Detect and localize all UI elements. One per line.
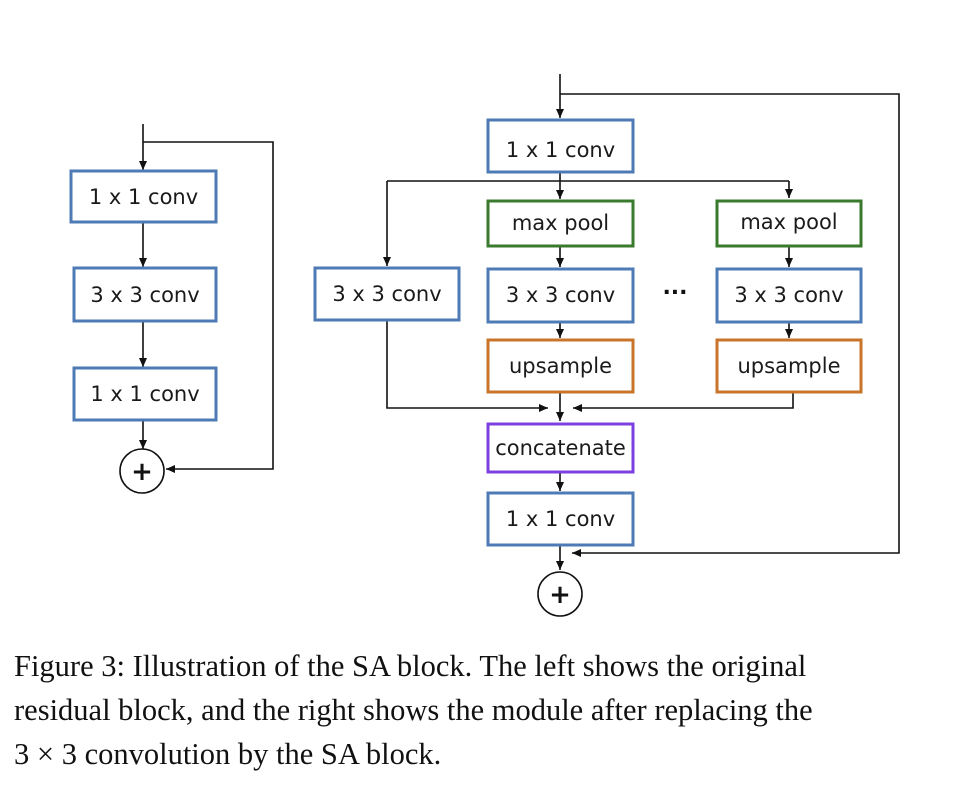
conv-b-box: 3 x 3 conv [715, 267, 863, 324]
right-add-symbol: + [549, 580, 571, 610]
left-add-symbol: + [131, 457, 153, 487]
pool-a-box: max pool [486, 199, 635, 248]
right-skip-connection [560, 93, 900, 557]
up-b-box: upsample [715, 338, 863, 394]
left-conv3-label: 3 x 3 conv [90, 283, 199, 307]
caption-line-3: 3 × 3 convolution by the SA block. [14, 737, 442, 771]
right-top-conv-box: 1 x 1 conv [486, 118, 635, 174]
branch-ellipsis: ··· [662, 281, 687, 306]
pool-a-label: max pool [512, 211, 609, 235]
conv-a-box: 3 x 3 conv [486, 267, 635, 324]
out-conv-label: 1 x 1 conv [506, 507, 615, 531]
right-top-conv-label: 1 x 1 conv [506, 138, 615, 162]
left-skip-connection [143, 141, 274, 473]
conv-b-label: 3 x 3 conv [734, 283, 843, 307]
pool-b-box: max pool [715, 199, 863, 248]
arrow-branch-conv-to-merge [386, 320, 548, 412]
conv-a-label: 3 x 3 conv [506, 283, 615, 307]
left-conv3-box: 3 x 3 conv [72, 266, 218, 323]
up-b-label: upsample [738, 354, 841, 378]
figure-caption: Figure 3: Illustration of the SA block. … [14, 644, 964, 776]
up-a-label: upsample [509, 354, 612, 378]
up-a-box: upsample [486, 338, 635, 394]
left-add-node: + [119, 448, 165, 494]
arrow-up-b-to-merge [573, 392, 794, 412]
left-conv1-box: 1 x 1 conv [69, 169, 218, 224]
branch-conv-box: 3 x 3 conv [313, 266, 461, 322]
sa-block-diagram: 1 x 1 conv 3 x 3 conv 1 x 1 conv + 1 x 1… [69, 74, 900, 617]
pool-b-label: max pool [740, 210, 837, 234]
out-conv-box: 1 x 1 conv [486, 491, 635, 547]
left-conv1b-box: 1 x 1 conv [72, 366, 218, 422]
right-connectors [383, 74, 900, 570]
caption-line-2: residual block, and the right shows the … [14, 693, 813, 727]
left-conv1b-label: 1 x 1 conv [90, 382, 199, 406]
left-conv1-label: 1 x 1 conv [89, 185, 198, 209]
caption-line-1: Figure 3: Illustration of the SA block. … [14, 649, 807, 683]
right-add-node: + [537, 571, 583, 617]
branch-conv-label: 3 x 3 conv [332, 282, 441, 306]
concat-box: concatenate [486, 422, 635, 474]
concat-label: concatenate [495, 436, 626, 460]
left-connectors [139, 124, 274, 473]
